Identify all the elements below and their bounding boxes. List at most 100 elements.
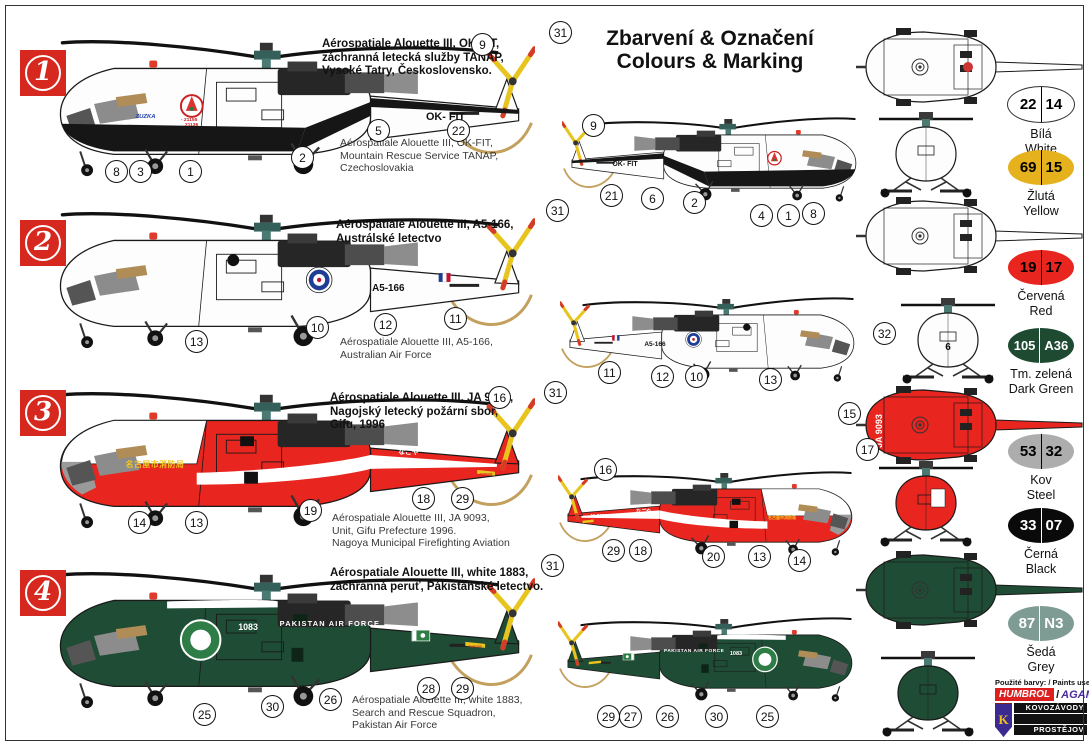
scheme-number: 1: [25, 55, 61, 91]
color-name-cz: Šedá: [1026, 645, 1056, 659]
scheme-4-description-en: Aérospatiale Alouette III, white 1883, S…: [352, 694, 523, 731]
callout: 22: [447, 119, 470, 142]
callout: 31: [546, 199, 569, 222]
callout: 16: [488, 386, 511, 409]
scheme-1-top-view: [855, 27, 1084, 107]
callout: 26: [656, 705, 679, 728]
callout: 29: [602, 539, 625, 562]
registration-1083: 1083: [730, 651, 742, 657]
callout: 13: [759, 368, 782, 391]
callout: 16: [594, 458, 617, 481]
callout: 17: [856, 438, 879, 461]
callout: 32: [873, 322, 896, 345]
paint-code-right: A36: [1044, 338, 1069, 353]
scheme-1-description-en: Aérospatiale Alouette III, OK-FIT, Mount…: [340, 137, 499, 174]
scheme-3-top-view: JA 9093: [855, 385, 1084, 465]
callout: 6: [641, 187, 664, 210]
danger-label: DANGER: [469, 644, 483, 648]
registration-ja9093: JA 9093: [461, 447, 485, 454]
color-name-cz: Žlutá: [1027, 189, 1055, 203]
callout: 25: [756, 705, 779, 728]
nickname-zuzka: ZUZKA: [134, 114, 155, 120]
sheet-title: Zbarvení & Označení Colours & Marking: [560, 27, 860, 73]
scheme-4-front-view: [879, 649, 977, 737]
kovozavody-logo: K KOVOZÁVODY PROSTĚJOV: [995, 703, 1087, 737]
paints-used-label: Použité barvy: / Paints used:: [995, 678, 1089, 687]
scheme-3-badge: 3: [20, 390, 66, 436]
agama-logo: AGAMA: [1061, 688, 1089, 701]
callout: 28: [417, 677, 440, 700]
scheme-2-side-view-mirrored: A5-166: [560, 288, 860, 388]
callout: 4: [750, 204, 773, 227]
registration-a5-166: A5-166: [644, 341, 666, 348]
callout: 11: [444, 307, 467, 330]
callout: 29: [451, 487, 474, 510]
paint-code-right: 15: [1045, 159, 1063, 176]
callout: 30: [705, 705, 728, 728]
paint-code-right: 17: [1045, 259, 1063, 276]
callout: 1: [777, 204, 800, 227]
color-name-cz: Černá: [1023, 547, 1059, 561]
color-name-en: Yellow: [1023, 204, 1059, 218]
callout: 10: [306, 316, 329, 339]
boom-kana-text: なごや: [398, 447, 419, 456]
paint-code-left: 69: [1019, 159, 1037, 176]
color-name-en: Steel: [1026, 488, 1056, 502]
serial-line-1: - 21155: [181, 117, 198, 123]
scheme-2-front-view: 6: [899, 296, 997, 384]
color-chip-yellow: 69 15 Žlutá Yellow: [1002, 150, 1080, 219]
callout: 2: [291, 146, 314, 169]
callout: 13: [185, 330, 208, 353]
paint-code-left: 22: [1019, 96, 1037, 113]
cabin-kanji-text: 名古屋市消防局: [126, 459, 185, 469]
scheme-2-badge: 2: [20, 220, 66, 266]
callout: 29: [597, 705, 620, 728]
callout: 31: [549, 21, 572, 44]
paint-code-left: 53: [1019, 443, 1037, 460]
front-code: 6: [945, 342, 951, 353]
callout: 31: [544, 381, 567, 404]
slash-separator: /: [1056, 688, 1060, 701]
callout: 8: [105, 160, 128, 183]
paint-code-right: 07: [1045, 517, 1063, 534]
callout: 19: [299, 499, 322, 522]
paint-code-right: N3: [1044, 615, 1064, 632]
callout: 10: [685, 365, 708, 388]
registration-ja9093-vertical: JA 9093: [874, 414, 884, 448]
paints-used-box: Použité barvy: / Paints used: HUMBROL / …: [995, 678, 1089, 737]
paint-code-left: 19: [1019, 259, 1037, 276]
callout: 11: [598, 361, 621, 384]
paint-code-left: 33: [1019, 517, 1037, 534]
callout: 25: [193, 703, 216, 726]
prostejov-text: PROSTĚJOV: [1014, 725, 1087, 735]
color-name-cz: Červená: [1017, 289, 1065, 303]
scheme-4-side-view-mirrored: PAKISTAN AIR FORCE 1083: [558, 608, 858, 708]
color-chip-black: 33 07 Černá Black: [1002, 508, 1080, 577]
callout: 15: [838, 402, 861, 425]
scheme-2-description-en: Aérospatiale Alouette III, A5-166, Austr…: [340, 336, 493, 361]
callout: 13: [748, 545, 771, 568]
scheme-number: 3: [25, 395, 61, 431]
serial-line-2: 21136: [185, 122, 199, 128]
paint-code-left: 87: [1018, 615, 1036, 632]
scheme-1-front-view: [877, 110, 975, 198]
color-name-en: Black: [1025, 562, 1057, 576]
pakistan-titles: PAKISTAN AIR FORCE: [280, 619, 380, 628]
callout: 8: [802, 202, 825, 225]
registration-a5-166: A5-166: [372, 283, 405, 294]
callout: 21: [600, 184, 623, 207]
scheme-number: 2: [25, 225, 61, 261]
callout: 12: [651, 365, 674, 388]
scheme-1-description-cz: Aérospatiale Alouette III, OK-FIT, záchr…: [322, 38, 504, 77]
paint-code-right: 14: [1045, 96, 1063, 113]
pakistan-titles: PAKISTAN AIR FORCE: [664, 648, 725, 654]
scheme-2-side-view: A5-166: [50, 197, 535, 355]
scheme-4-side-view: 1083 PAKISTAN AIR FORCE DANGER: [50, 557, 535, 715]
registration-ok-fit: OK- FIT: [612, 161, 638, 168]
scheme-3-front-view: [877, 459, 975, 547]
